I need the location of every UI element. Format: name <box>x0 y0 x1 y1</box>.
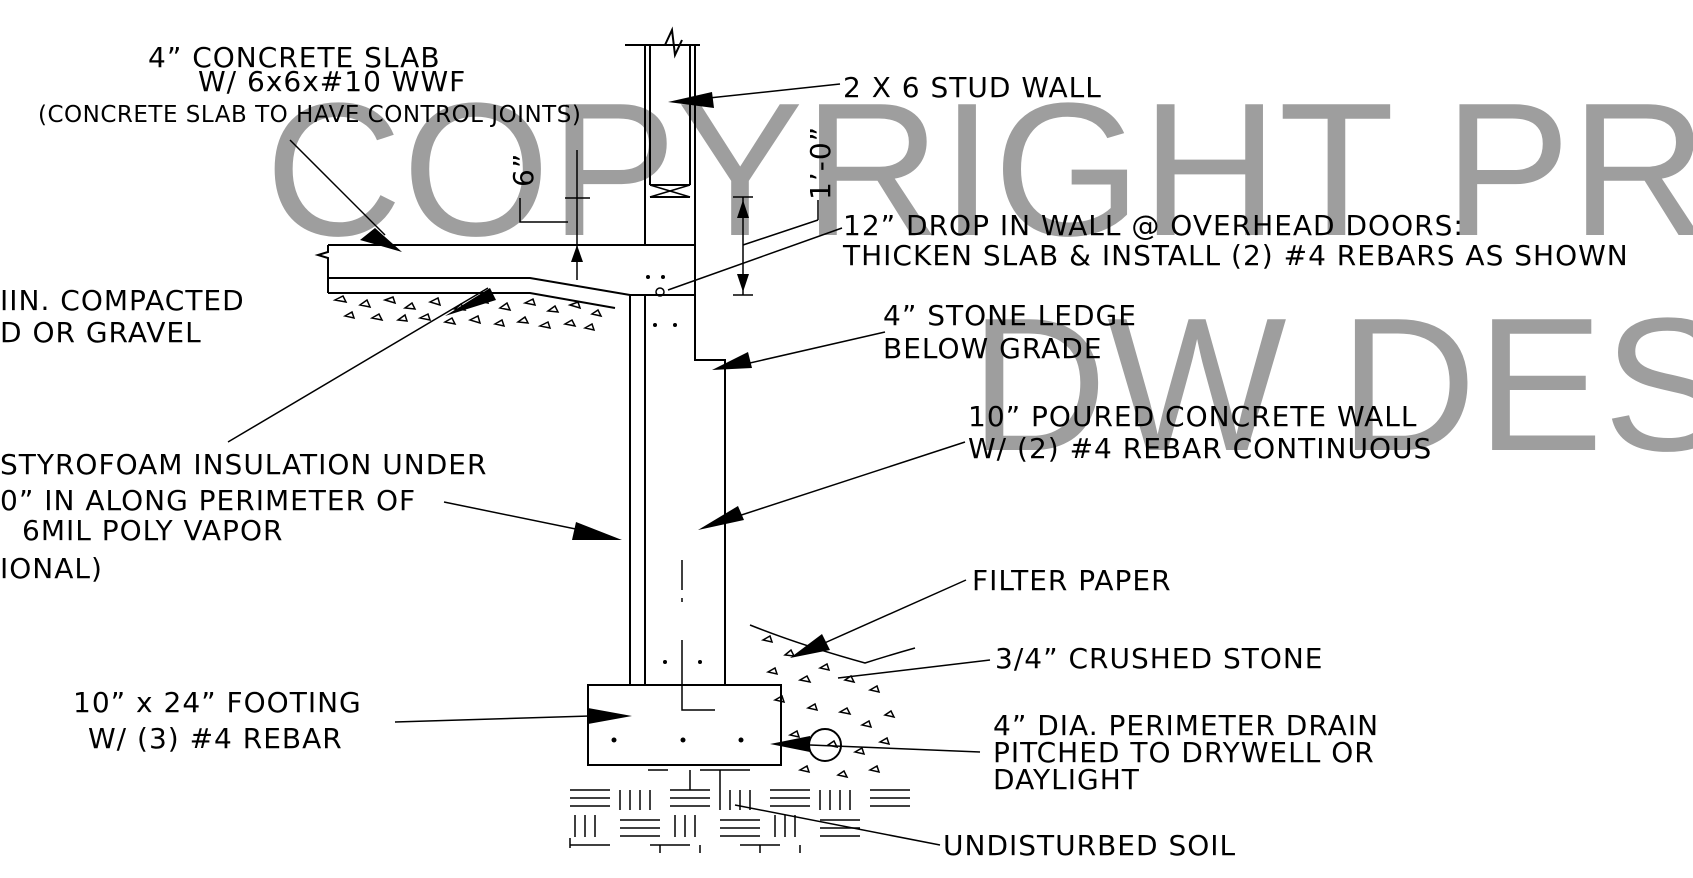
footing-label-1: 10” x 24” FOOTING <box>73 686 362 719</box>
footing-label-2: W/ (3) #4 REBAR <box>88 722 343 755</box>
drain-label-3: DAYLIGHT <box>993 763 1140 796</box>
wall-label-2: W/ (2) #4 REBAR CONTINUOUS <box>968 432 1432 465</box>
crushed-stone-label: 3/4” CRUSHED STONE <box>995 642 1324 675</box>
stud-wall <box>625 26 700 245</box>
wall-label-1: 10” POURED CONCRETE WALL <box>968 400 1418 433</box>
dim-1-0-label: 1’-0” <box>804 126 837 200</box>
stone-ledge-label-2: BELOW GRADE <box>883 332 1103 365</box>
compacted-label-2: D OR GRAVEL <box>0 316 202 349</box>
slab-label-1: 4” CONCRETE SLAB <box>148 41 441 74</box>
callouts: 4” CONCRETE SLAB W/ 6x6x#10 WWF (CONCRET… <box>0 41 1629 862</box>
drain-label-1: 4” DIA. PERIMETER DRAIN <box>993 709 1379 742</box>
watermark-line-2: DW DES <box>970 279 1693 491</box>
slab-label-2: W/ 6x6x#10 WWF <box>198 65 466 98</box>
compacted-label-1: IIN. COMPACTED <box>0 284 245 317</box>
drop-label-1: 12” DROP IN WALL @ OVERHEAD DOORS: <box>843 209 1464 242</box>
dimension-1ft: 1’-0” <box>733 126 837 296</box>
insulation-label-1: STYROFOAM INSULATION UNDER <box>0 448 487 481</box>
watermark-line-1: COPYRIGHT PR <box>265 64 1693 276</box>
dimension-6in: 6” <box>507 150 590 280</box>
soil-label: UNDISTURBED SOIL <box>943 829 1236 862</box>
leaders <box>227 83 991 846</box>
undisturbed-soil <box>569 769 910 853</box>
dim-6-label: 6” <box>507 153 540 187</box>
insulation-label-3: 6MIL POLY VAPOR <box>22 514 283 547</box>
gravel-under-slab <box>332 294 603 332</box>
insulation-label-4: IONAL) <box>0 552 103 585</box>
slab-label-3: (CONCRETE SLAB TO HAVE CONTROL JOINTS) <box>38 102 581 128</box>
foundation-wall <box>629 295 726 711</box>
stud-wall-label: 2 X 6 STUD WALL <box>843 71 1102 104</box>
drain-label-2: PITCHED TO DRYWELL OR <box>993 736 1375 769</box>
stone-ledge-label-1: 4” STONE LEDGE <box>883 299 1137 332</box>
crushed-stone <box>749 624 916 779</box>
insulation-label-2: 0” IN ALONG PERIMETER OF <box>0 484 416 517</box>
filter-paper-label: FILTER PAPER <box>972 564 1172 597</box>
drop-label-2: THICKEN SLAB & INSTALL (2) #4 REBARS AS … <box>842 239 1629 272</box>
footing <box>587 684 782 766</box>
